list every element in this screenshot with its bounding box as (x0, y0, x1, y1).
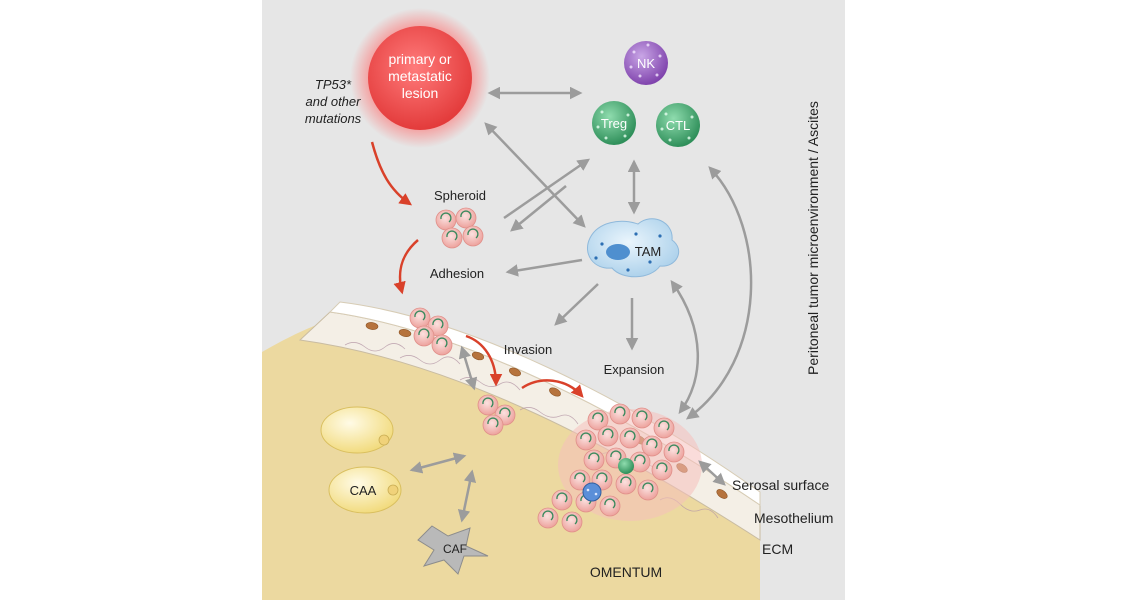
expansion-label: Expansion (604, 362, 665, 377)
caa-cells: CAA (320, 406, 402, 514)
omentum-region (262, 312, 760, 600)
adhesion-label: Adhesion (430, 266, 484, 281)
interaction-arrows (409, 86, 753, 523)
nk-label: NK (637, 56, 655, 71)
lesion-label-1: primary or (388, 51, 451, 67)
arrow-immune-tumor (685, 166, 753, 420)
caf-cell: CAF (417, 525, 489, 575)
arrow-adhesion-mesothelium (458, 345, 478, 391)
tumor-mass (537, 403, 702, 533)
red-arrow-to-invasion (465, 334, 503, 387)
red-arrow-to-expansion (521, 379, 584, 398)
side-label: Peritoneal tumor microenvironment / Asci… (805, 101, 821, 375)
ctl-cell: CTL (656, 103, 700, 147)
primary-lesion: primary or metastatic lesion (350, 8, 490, 148)
caf-label: CAF (443, 542, 467, 556)
mutations-label: TP53* and other mutations (305, 77, 362, 126)
red-arrow-to-adhesion (393, 239, 419, 295)
treg-label: Treg (601, 116, 627, 131)
adhering-cells (409, 307, 453, 356)
arrow-caf-ecm (457, 469, 477, 523)
treg-cell: Treg (592, 101, 636, 145)
arrow-serosal-surface (698, 460, 726, 486)
ecm-label: ECM (762, 541, 793, 557)
arrow-lesion-tam (484, 122, 586, 228)
tam-label: TAM (635, 244, 661, 259)
mutations-line-2: and other (306, 94, 362, 109)
lesion-label-2: metastatic (388, 68, 452, 84)
invading-cells (477, 394, 516, 436)
mesothelium-label: Mesothelium (754, 510, 833, 526)
serosal-surface-label: Serosal surface (732, 477, 829, 493)
progression-arrows (370, 141, 584, 398)
arrow-spheroid-immune (503, 158, 591, 220)
mutations-line-1: TP53* (315, 77, 352, 92)
ctl-label: CTL (666, 118, 691, 133)
arrow-spheroid-cross (510, 185, 567, 232)
invasion-label: Invasion (504, 342, 552, 357)
mutations-line-3: mutations (305, 111, 362, 126)
spheroid-label: Spheroid (434, 188, 486, 203)
nk-cell: NK (624, 41, 668, 85)
spheroid: Spheroid (434, 188, 486, 249)
arrow-caa-ecm (409, 452, 467, 474)
red-arrow-to-spheroid (370, 141, 413, 206)
arrow-tam-invasion (554, 283, 599, 326)
tam-cell: TAM (587, 218, 680, 278)
caa-label: CAA (350, 483, 377, 498)
omentum-label: OMENTUM (590, 564, 662, 580)
arrow-tam-adhesion (505, 258, 583, 277)
lesion-label-3: lesion (402, 85, 439, 101)
